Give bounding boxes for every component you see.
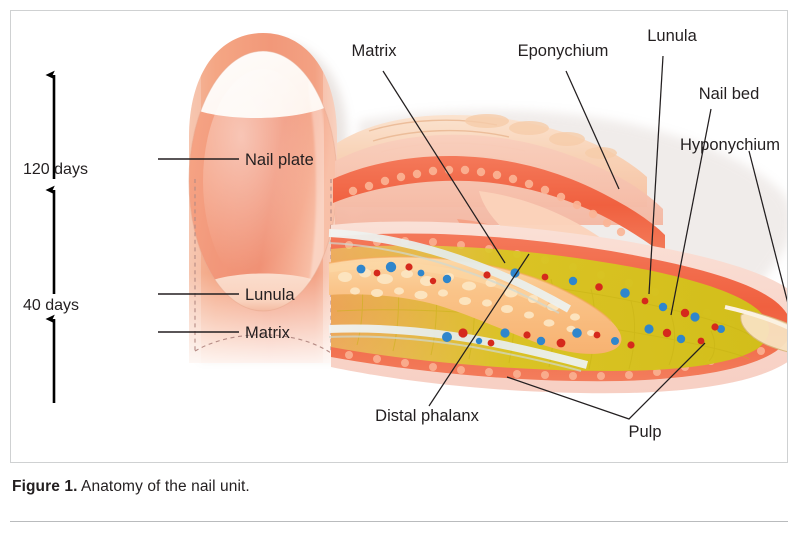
figure-caption: Figure 1. Anatomy of the nail unit.	[12, 478, 250, 496]
leader-distal-phalanx-cs	[428, 253, 530, 407]
leader-hyponychium-cs	[748, 150, 787, 303]
label-nail-bed-cs: Nail bed	[699, 85, 760, 103]
dermis-proximal	[333, 155, 665, 255]
label-pulp-cs: Pulp	[628, 423, 661, 441]
leader-nail-bed-cs	[670, 108, 712, 316]
leader-lunula-cs	[648, 55, 664, 295]
label-matrix: Matrix	[245, 324, 291, 342]
cross-section-leaders	[382, 55, 787, 420]
figure-number: Figure 1.	[12, 478, 78, 495]
label-lunula-cs: Lunula	[647, 27, 697, 45]
figure-caption-text: Anatomy of the nail unit.	[77, 478, 250, 495]
left-panel-dorsal-nail: 120 days 40 days Nail plate Lunula Matri…	[23, 33, 347, 403]
horizontal-rule	[10, 521, 788, 522]
leader-eponychium-cs	[565, 70, 620, 190]
growth-label-40-days: 40 days	[23, 297, 79, 314]
leader-matrix-cs	[382, 70, 506, 264]
leader-pulp-cs	[506, 342, 706, 420]
label-nail-plate: Nail plate	[245, 151, 314, 169]
label-hyponychium-cs: Hyponychium	[680, 136, 780, 154]
label-distal-phalanx-cs: Distal phalanx	[375, 407, 479, 425]
label-matrix-cs: Matrix	[352, 42, 398, 60]
label-eponychium-cs: Eponychium	[518, 42, 609, 60]
growth-label-120-days: 120 days	[23, 161, 88, 178]
label-lunula: Lunula	[245, 286, 295, 304]
blood-vessel-dots	[356, 261, 725, 349]
left-panel-leaders	[158, 158, 239, 333]
right-panel-cross-section: Matrix Eponychium Lunula Nail bed Hypony…	[328, 27, 787, 441]
figure-frame: 120 days 40 days Nail plate Lunula Matri…	[10, 10, 788, 463]
figure-illustration: 120 days 40 days Nail plate Lunula Matri…	[23, 27, 787, 441]
hyponychium-region	[724, 305, 787, 353]
